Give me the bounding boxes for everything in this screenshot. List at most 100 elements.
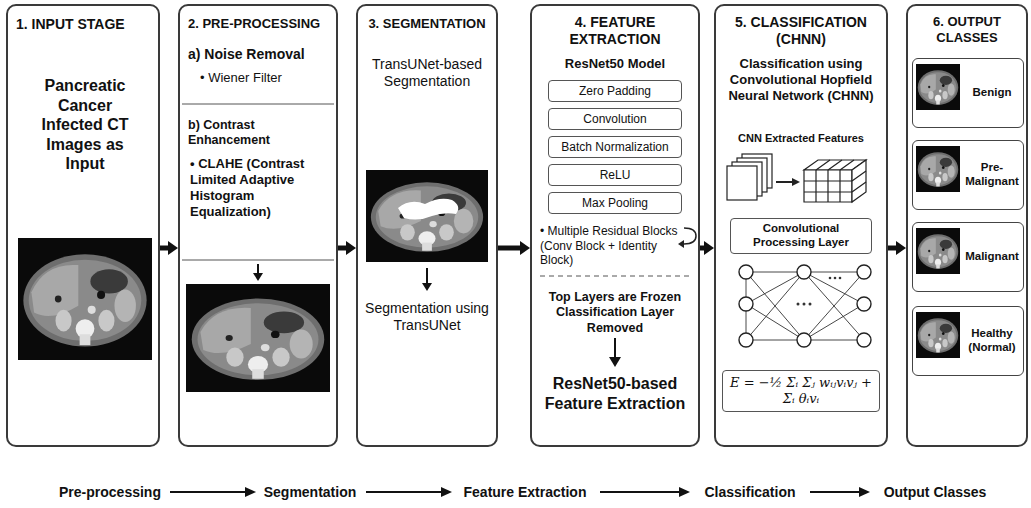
separator-line (182, 260, 334, 261)
loop-arrow (678, 228, 696, 248)
down-arrow (422, 283, 432, 291)
layer-box: Convolutional Processing Layer (730, 218, 872, 254)
hopfield-network (797, 303, 800, 306)
equation-box: E = −½ Σᵢ Σⱼ wᵢⱼvᵢvⱼ + Σᵢ θᵢvᵢ (722, 370, 880, 412)
panel-text: • Wiener Filter (200, 70, 332, 86)
panel-text: a) Noise Removal (188, 46, 334, 63)
panel-text: • CLAHE (Contrast Limited Adaptive Histo… (190, 156, 334, 219)
panel-heading: 4. FEATURE EXTRACTION (538, 14, 692, 48)
panel-text: Classification using Convolutional Hopfi… (722, 56, 880, 104)
panel-text: ResNet50-based Feature Extraction (536, 374, 694, 413)
hopfield-network (809, 303, 812, 306)
hopfield-network (739, 265, 871, 347)
class-box: Malignant (912, 222, 1024, 292)
ct-scan-image (398, 199, 458, 220)
flow-label: Output Classes (875, 484, 995, 500)
flow-label: Segmentation (260, 484, 360, 500)
flow-connector (888, 241, 906, 255)
flow-connector (498, 241, 530, 255)
panel-text: Top Layers are Frozen Classification Lay… (538, 290, 692, 336)
hopfield-network (857, 265, 871, 279)
hopfield-network (839, 277, 842, 280)
loop-arrow (678, 240, 684, 248)
box-label: Max Pooling (582, 196, 648, 210)
box-label: Batch Normalization (561, 140, 668, 154)
hopfield-network (834, 277, 837, 280)
feature-maps (804, 160, 866, 202)
flow-arrow (679, 487, 690, 497)
hopfield-network (797, 277, 842, 306)
box-label: Convolution (583, 112, 646, 126)
stage-panel: 5. CLASSIFICATION (CHNN) Classification u… (714, 4, 888, 447)
loop-arrow (684, 228, 696, 244)
flow-connector (700, 241, 714, 255)
ct-scan-image (186, 284, 330, 392)
panel-heading: 6. OUTPUT CLASSES (912, 14, 1022, 46)
panel-heading: 3. SEGMENTATION (363, 16, 491, 32)
panel-heading: 1. INPUT STAGE (16, 16, 154, 33)
flow-arrow (366, 491, 442, 493)
box-label: Convolutional Processing Layer (736, 222, 866, 250)
flow-label: Pre-processing (55, 484, 165, 500)
down-arrow (426, 268, 428, 284)
arrow-head (168, 241, 178, 255)
panel-text: Segmentation using TransUNet (363, 300, 491, 334)
ct-scan-image (18, 238, 152, 360)
stage-panel: 4. FEATURE EXTRACTION ResNet50 Model • Mul… (530, 4, 700, 447)
ct-scan-image (366, 170, 488, 262)
panel-heading: 5. CLASSIFICATION (CHNN) (722, 14, 880, 48)
class-box: Healthy (Normal) (912, 306, 1024, 376)
panel-heading: 2. PRE-PROCESSING (188, 16, 334, 32)
panel-text: ResNet50 Model (538, 56, 692, 72)
down-arrow (253, 273, 263, 281)
feature-maps (776, 181, 792, 183)
down-arrow (609, 357, 621, 367)
layer-box: Batch Normalization (548, 136, 682, 158)
hopfield-network (797, 333, 811, 347)
box-label: Zero Padding (579, 84, 651, 98)
feature-maps (852, 160, 866, 202)
flow-arrow (441, 487, 452, 497)
layer-box: ReLU (548, 164, 682, 186)
layer-box: Zero Padding (548, 80, 682, 102)
flow-arrow (859, 487, 870, 497)
hopfield-network (746, 272, 864, 340)
hopfield-network (739, 333, 753, 347)
flow-arrow (600, 491, 680, 493)
class-label: Benign (963, 86, 1021, 100)
hopfield-network (829, 277, 832, 280)
panel-text: b) Contrast Enhancement (188, 118, 336, 149)
stage-panel: 1. INPUT STAGE Pancreatic Cancer Infected… (6, 4, 160, 447)
stage-panel: 2. PRE-PROCESSING a) Noise Removal • Wiene… (178, 4, 338, 447)
flow-label: Feature Extraction (455, 484, 595, 500)
hopfield-network (739, 265, 753, 279)
box-label: E = −½ Σᵢ Σⱼ wᵢⱼvᵢvⱼ + Σᵢ θᵢvᵢ (728, 375, 874, 406)
ct-scan-image (916, 64, 960, 110)
class-label: Pre-Malignant (963, 161, 1021, 189)
down-arrow (257, 264, 259, 274)
layer-box: Convolution (548, 108, 682, 130)
class-box: Benign (912, 58, 1024, 128)
flow-connector (338, 241, 356, 255)
arrow-head (704, 241, 714, 255)
separator-line (182, 104, 334, 105)
down-arrow (614, 338, 616, 358)
hopfield-network (797, 265, 811, 279)
panel-text: Pancreatic Cancer Infected CT Images as … (35, 76, 135, 174)
flow-connector (160, 241, 178, 255)
flow-arrow (245, 487, 256, 497)
class-label: Healthy (Normal) (963, 327, 1021, 355)
arrow-head (896, 241, 906, 255)
connector-line (498, 246, 522, 251)
hopfield-network (739, 265, 871, 347)
panel-text: • Multiple Residual Blocks (Conv Block +… (540, 224, 680, 268)
hopfield-network (857, 297, 871, 311)
class-box: Pre-Malignant (912, 140, 1024, 210)
flow-arrow (810, 491, 860, 493)
ct-scan-image (916, 146, 960, 192)
box-label: ReLU (600, 168, 631, 182)
panel-text: CNN Extracted Features (722, 132, 880, 145)
